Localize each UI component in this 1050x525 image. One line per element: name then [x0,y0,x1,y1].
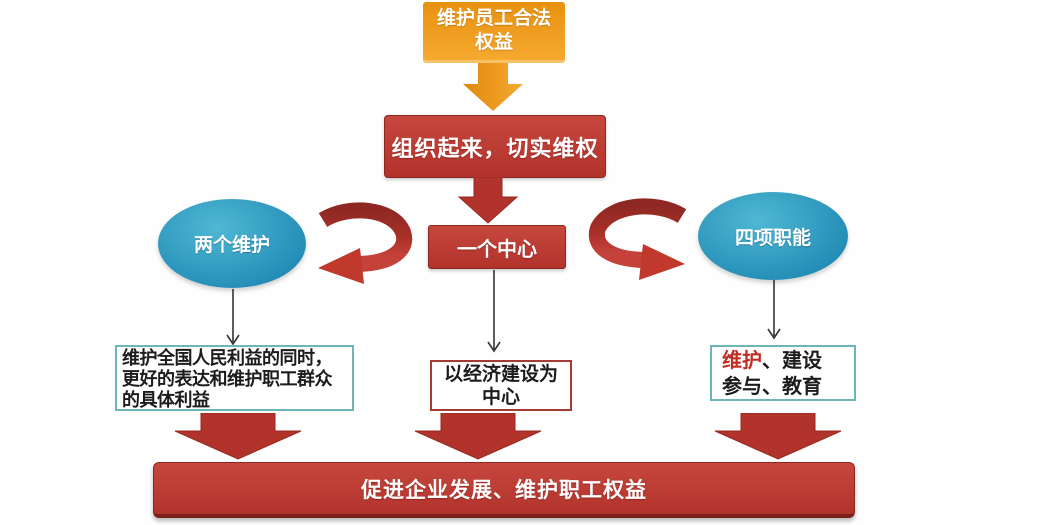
center-detail-line2: 中心 [481,387,520,408]
right-detail-emphasis: 维护 [722,350,762,372]
right-detail-line1-rest: 、建设 [762,350,822,372]
left-detail-box: 维护全国人民利益的同时， 更好的表达和维护职工群众 的具体利益 [115,345,354,411]
red-down-arrow-icon [457,177,519,224]
bottom-result-label: 促进企业发展、维护职工权益 [361,478,647,502]
curved-arrow-left-icon [318,202,413,284]
right-detail-box: 维护、建设 参与、教育 [710,345,856,401]
big-arrow-left-icon [174,413,302,460]
top-goal-line1: 维护员工合法 [436,8,551,29]
center-detail-box: 以经济建设为 中心 [430,360,572,411]
orange-down-arrow-icon [463,63,523,111]
big-arrow-center-icon [414,413,542,460]
center-node-label: 一个中心 [457,238,537,261]
left-detail-line3: 的具体利益 [122,390,210,410]
curved-arrow-right-icon [588,198,687,280]
left-detail-line2: 更好的表达和维护职工群众 [122,369,333,389]
organize-banner: 组织起来，切实维权 [384,115,606,178]
right-connector-arrow [767,280,781,340]
top-goal-box: 维护员工合法 权益 [423,2,565,63]
center-connector-arrow [487,270,501,353]
left-connector-arrow [226,289,240,346]
big-arrow-right-icon [714,413,842,460]
top-goal-line2: 权益 [474,32,513,53]
left-detail-line1: 维护全国人民利益的同时， [122,348,333,368]
bottom-result-banner: 促进企业发展、维护职工权益 [153,462,855,518]
left-ellipse-label: 两个维护 [193,235,270,256]
right-ellipse-node: 四项职能 [698,192,848,280]
center-detail-line1: 以经济建设为 [443,364,558,385]
right-ellipse-label: 四项职能 [734,227,811,249]
right-detail-line2: 参与、教育 [722,376,822,398]
left-ellipse-node: 两个维护 [158,199,306,288]
center-node: 一个中心 [428,225,566,269]
organize-banner-label: 组织起来，切实维权 [391,135,599,161]
right-detail-line1: 维护、建设 [722,348,854,374]
